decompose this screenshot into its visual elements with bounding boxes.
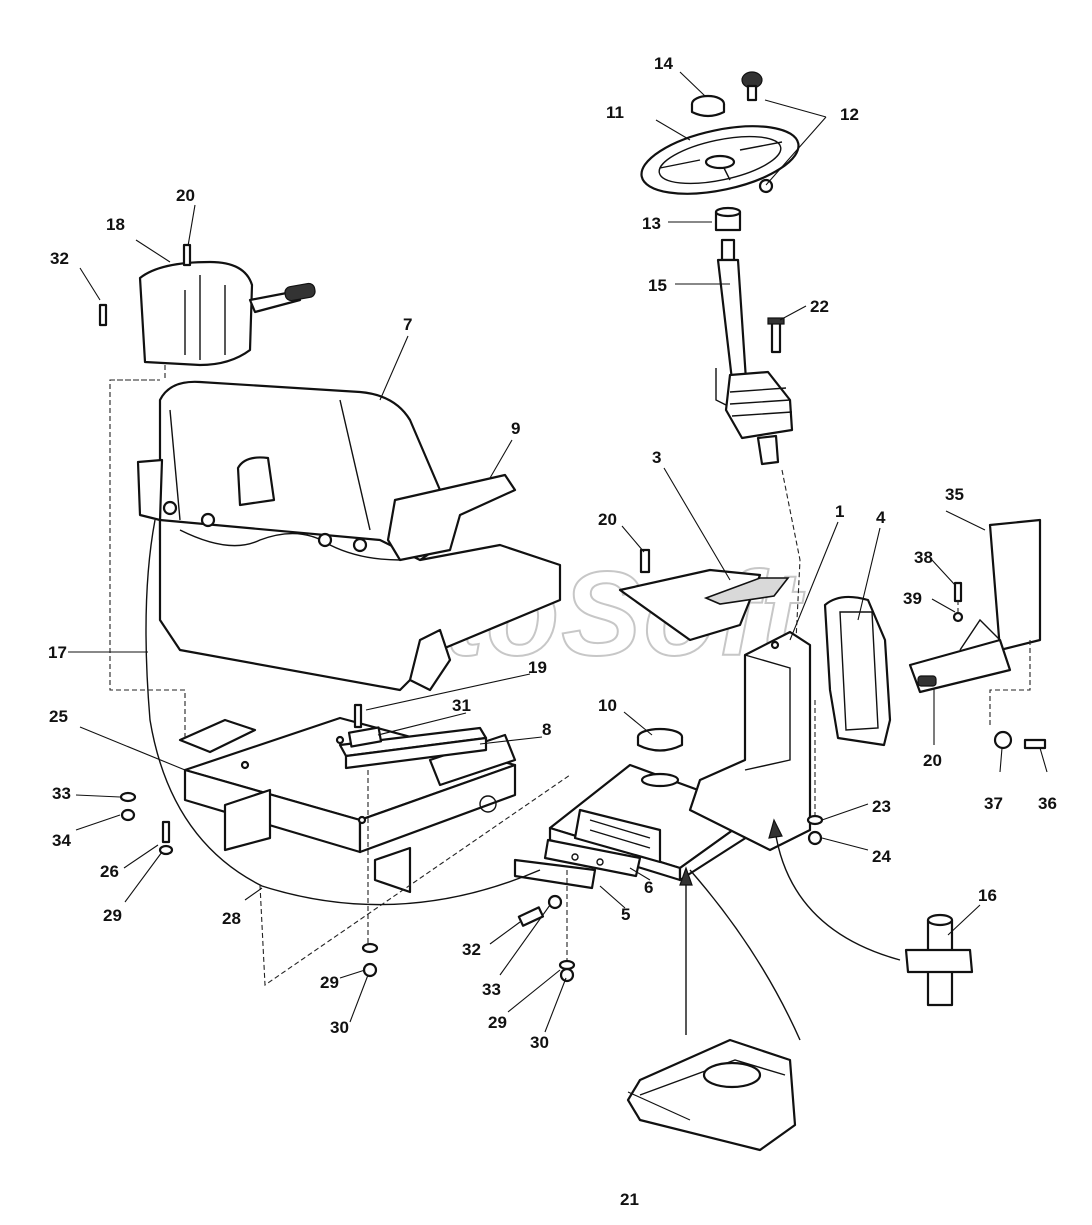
- callout-38: 38: [914, 548, 933, 567]
- callout-25: 25: [49, 707, 68, 726]
- console-plate: [636, 727, 684, 752]
- cable: [145, 519, 541, 906]
- column-bolt: [767, 317, 785, 354]
- callout-11: 11: [606, 103, 624, 122]
- callout-22: 22: [810, 297, 829, 316]
- callout-14: 14: [654, 54, 673, 73]
- callout-7: 7: [403, 315, 412, 334]
- steering-wheel: [640, 125, 800, 195]
- callout-39: 39: [903, 589, 922, 608]
- callout-35: 35: [945, 485, 964, 504]
- callout-20-top: 20: [176, 186, 195, 205]
- callout-20-mid: 20: [598, 510, 617, 529]
- control-console: [548, 630, 812, 882]
- callout-29-center: 29: [320, 973, 339, 992]
- operator-seat: [158, 380, 562, 692]
- callout-36: 36: [1038, 794, 1057, 813]
- seat-latch-plate: [178, 703, 383, 754]
- seat-rail: [338, 726, 488, 770]
- callout-33-left: 33: [52, 784, 71, 803]
- callout-15: 15: [648, 276, 667, 295]
- steering-bushing: [714, 206, 742, 232]
- callout-20-right: 20: [923, 751, 942, 770]
- callout-24: 24: [872, 847, 891, 866]
- seat-side-bracket: [136, 458, 164, 522]
- callout-32-top: 32: [50, 249, 69, 268]
- callout-labels: 14 12 11 13 15 22 20 18 32 7 9 3 20 1 4 …: [48, 54, 1057, 1209]
- callout-29-bottom: 29: [488, 1013, 507, 1032]
- callout-18: 18: [106, 215, 125, 234]
- callout-31: 31: [452, 696, 471, 715]
- pedal-plate: [618, 568, 790, 642]
- floor-cover: [626, 1038, 797, 1152]
- callout-21: 21: [620, 1190, 639, 1209]
- callout-30-right: 30: [530, 1033, 549, 1052]
- hardware-bolts: [119, 548, 1047, 983]
- steering-column: [715, 238, 794, 466]
- mounting-bracket: [908, 518, 1042, 694]
- callout-28: 28: [222, 909, 241, 928]
- callout-37: 37: [984, 794, 1003, 813]
- callout-10: 10: [598, 696, 617, 715]
- pivot-post: [904, 913, 974, 1007]
- callout-5: 5: [621, 905, 630, 924]
- callout-32-bottom: 32: [462, 940, 481, 959]
- callout-33-bottom: 33: [482, 980, 501, 999]
- callout-3: 3: [652, 448, 661, 467]
- callout-13: 13: [642, 214, 661, 233]
- callout-29-left: 29: [103, 906, 122, 925]
- callout-26: 26: [100, 862, 119, 881]
- horn-cap: [690, 94, 726, 118]
- callout-9: 9: [511, 419, 520, 438]
- callout-30-left: 30: [330, 1018, 349, 1037]
- callout-16: 16: [978, 886, 997, 905]
- callout-17: 17: [48, 643, 67, 662]
- callout-23: 23: [872, 797, 891, 816]
- callout-34: 34: [52, 831, 71, 850]
- callout-12: 12: [840, 105, 859, 124]
- lever-housing: [98, 243, 316, 367]
- callout-4: 4: [876, 508, 886, 527]
- callout-6: 6: [644, 878, 653, 897]
- callout-19: 19: [528, 658, 547, 677]
- clamp-brackets: [513, 838, 642, 890]
- cable-2: [689, 869, 801, 1041]
- armrest: [386, 473, 517, 562]
- callout-1: 1: [835, 502, 844, 521]
- wheel-knob: [741, 71, 774, 194]
- side-cover: [823, 595, 892, 747]
- callout-8: 8: [542, 720, 551, 739]
